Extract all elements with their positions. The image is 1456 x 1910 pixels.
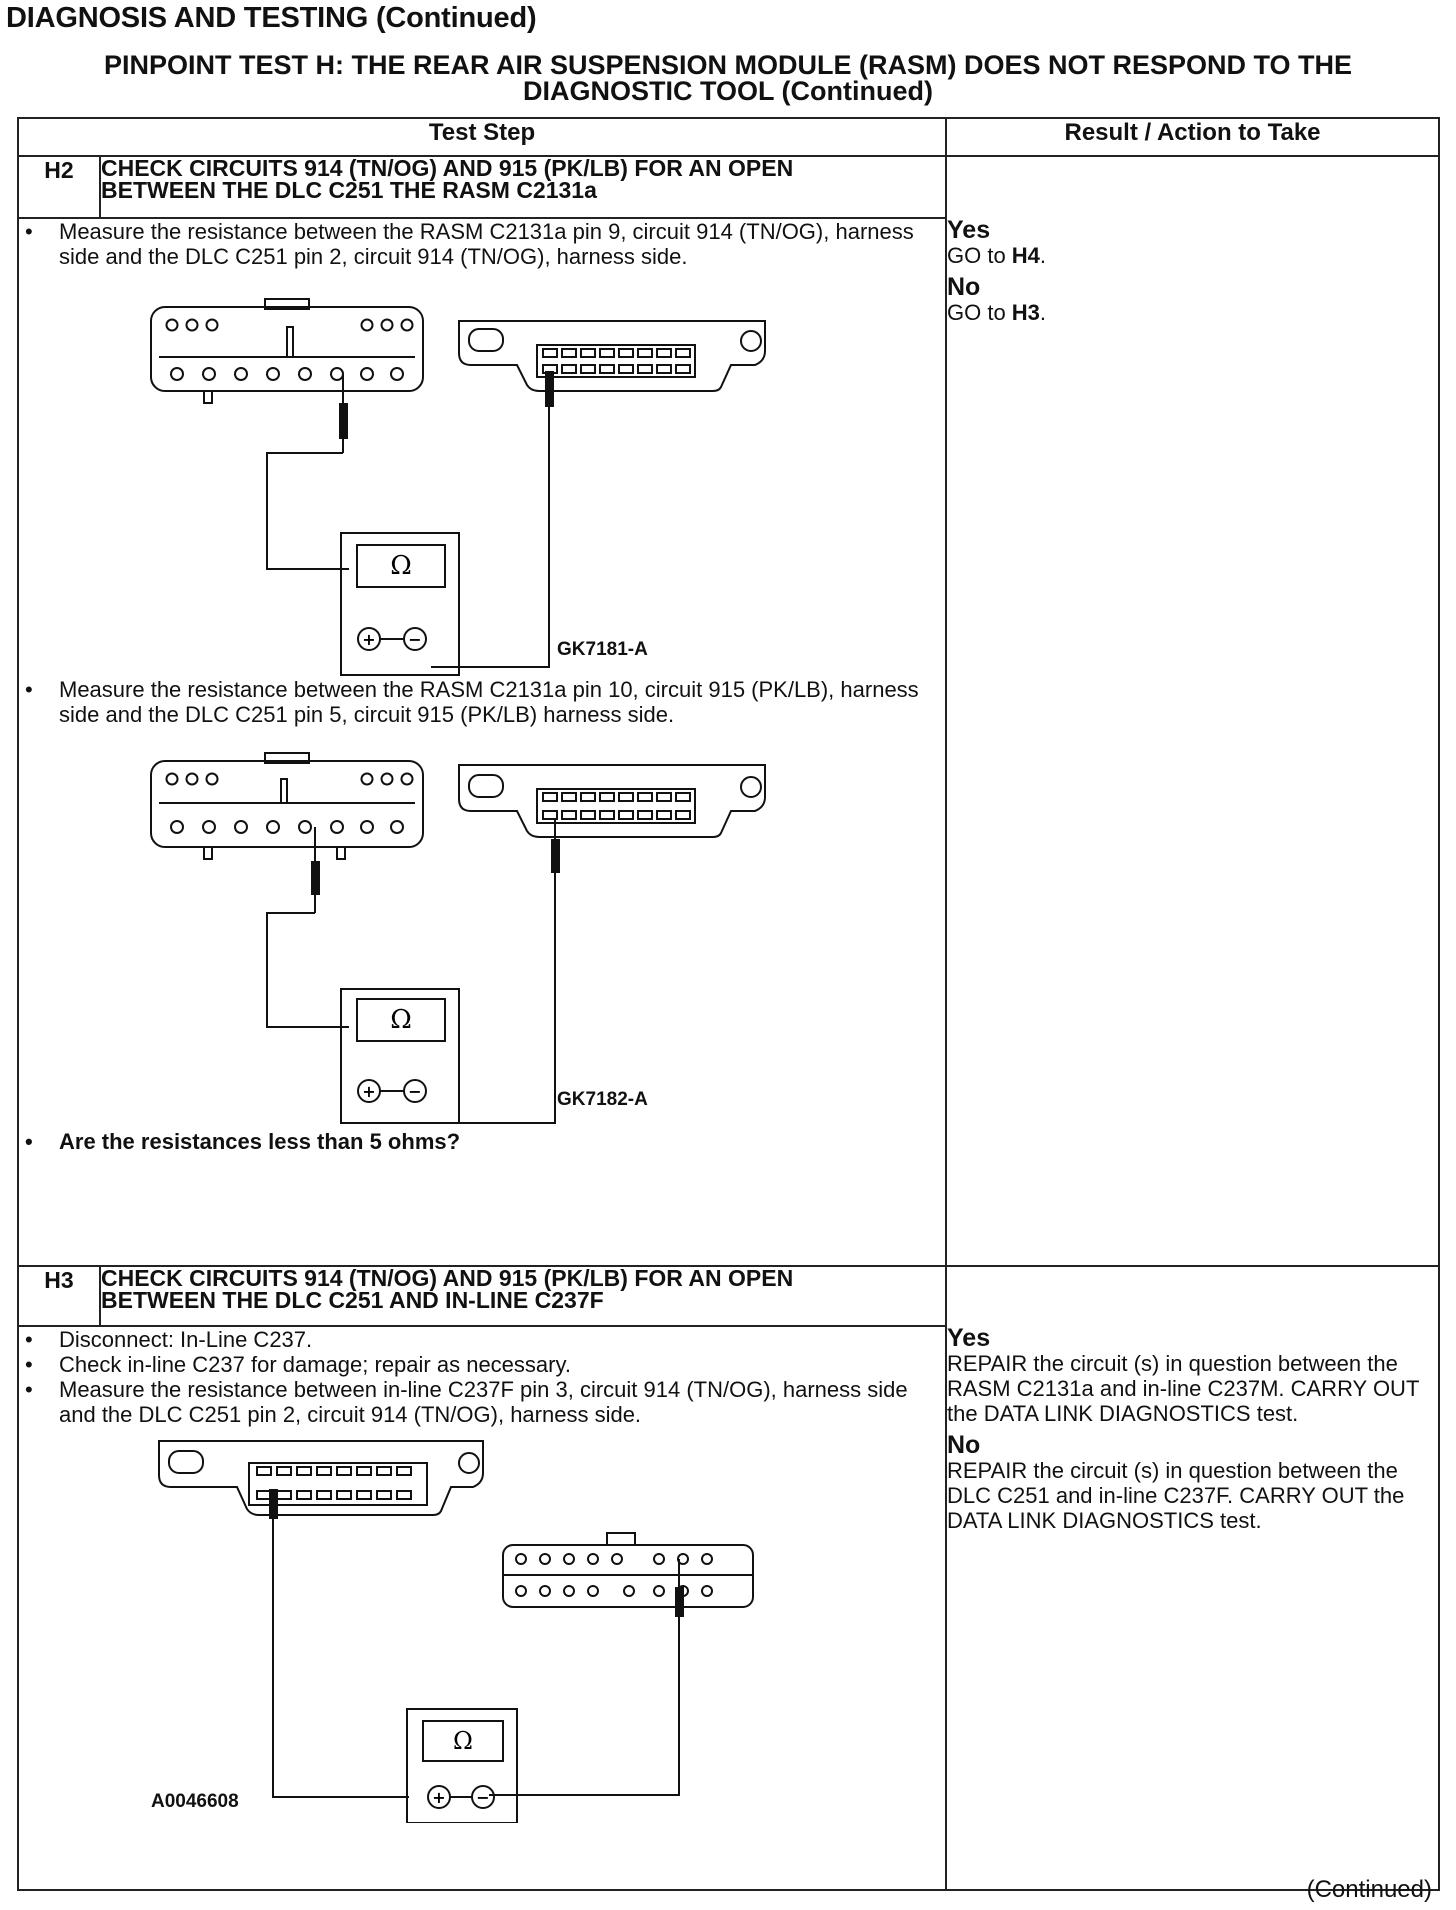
meter-minus-terminal-2: − xyxy=(408,1082,421,1101)
meter-plus-terminal-3: + xyxy=(432,1788,445,1807)
step-body-h2: Measure the resistance between the RASM … xyxy=(17,217,947,1267)
subtitle-line-1: PINPOINT TEST H: THE REAR AIR SUSPENSION… xyxy=(103,50,1353,80)
probe-dlc xyxy=(545,371,554,407)
rasm-connector-2 xyxy=(150,752,424,860)
probe-rasm xyxy=(339,403,348,439)
step-id-h2: H2 xyxy=(17,155,101,219)
rasm-connector xyxy=(150,298,424,404)
meter-plus-terminal-2: + xyxy=(362,1082,375,1101)
probe-rasm-2 xyxy=(311,861,320,895)
subtitle-line-2: DIAGNOSTIC TOOL (Continued) xyxy=(523,76,933,106)
wiring-diagram-a0046608: Ω + − xyxy=(158,1440,754,1823)
step-title-h2-line-2: BETWEEN THE DLC C251 THE RASM C2131a xyxy=(101,177,597,203)
lead-wire-dlc-route xyxy=(431,599,550,668)
meter-minus-terminal: − xyxy=(408,630,421,649)
probe-c237f xyxy=(675,1587,684,1617)
result-no-action-h3: REPAIR the circuit (s) in question betwe… xyxy=(947,1458,1405,1533)
ohmmeter xyxy=(340,532,460,676)
pinpoint-test-title: PINPOINT TEST H: THE REAR AIR SUSPENSION… xyxy=(30,50,1426,106)
h2-question: Are the resistances less than 5 ohms? xyxy=(19,1129,945,1154)
step-title-h2-line-1: CHECK CIRCUITS 914 (TN/OG) AND 915 (PK/L… xyxy=(101,155,794,181)
h3-bullet-1: Disconnect: In-Line C237. xyxy=(19,1327,945,1352)
step-body-h3: Disconnect: In-Line C237. Check in-line … xyxy=(17,1325,947,1891)
yes-action-prefix: GO to xyxy=(947,243,1012,268)
continued-footer: (Continued) xyxy=(1306,1876,1432,1903)
dlc-connector-3 xyxy=(158,1440,484,1516)
lead-wire-rasm-route xyxy=(266,452,349,570)
result-yes-action: GO to H4. xyxy=(947,243,1438,268)
yes-suffix: . xyxy=(1039,243,1047,268)
step-title-h3-line-2: BETWEEN THE DLC C251 AND IN-LINE C237F xyxy=(101,1287,604,1313)
result-yes-label: Yes xyxy=(947,216,991,244)
dlc-connector-2 xyxy=(458,764,766,838)
h2-bullet-1: Measure the resistance between the RASM … xyxy=(19,219,945,269)
ohm-symbol-2: Ω xyxy=(390,1005,412,1035)
column-header-result: Result / Action to Take xyxy=(945,117,1440,157)
dlc-connector xyxy=(458,320,766,392)
column-header-test-step: Test Step xyxy=(17,117,947,157)
result-cell-h3: Yes REPAIR the circuit (s) in question b… xyxy=(945,1265,1440,1891)
pinpoint-test-table: Test Step Result / Action to Take H2 CHE… xyxy=(17,117,1440,1891)
result-cell-h2: Yes GO to H4. No GO to H3. xyxy=(945,155,1440,1267)
result-yes-action-h3: REPAIR the circuit (s) in question betwe… xyxy=(947,1351,1419,1426)
result-no-label-h3: No xyxy=(947,1431,981,1459)
meter-minus-terminal-3: − xyxy=(476,1788,489,1807)
ohmmeter-3 xyxy=(406,1708,518,1823)
step-title-h3: CHECK CIRCUITS 914 (TN/OG) AND 915 (PK/L… xyxy=(99,1265,947,1327)
h3-bullet-3: Measure the resistance between in-line C… xyxy=(19,1377,945,1427)
h3-bullet-2: Check in-line C237 for damage; repair as… xyxy=(19,1352,945,1377)
ohm-symbol: Ω xyxy=(390,551,412,581)
h2-bullet-2: Measure the resistance between the RASM … xyxy=(19,677,945,727)
step-id-h3: H3 xyxy=(17,1265,101,1327)
yes-target-step: H4 xyxy=(1011,243,1040,268)
result-no-action: GO to H3. xyxy=(947,300,1438,325)
result-yes-label-h3: Yes xyxy=(947,1324,991,1352)
no-suffix: . xyxy=(1039,300,1047,325)
figure-id-gk7182: GK7182-A xyxy=(557,1089,648,1110)
meter-plus-terminal: + xyxy=(362,630,375,649)
step-title-h2: CHECK CIRCUITS 914 (TN/OG) AND 915 (PK/L… xyxy=(99,155,947,219)
wiring-diagram-gk7182: Ω + − xyxy=(150,752,766,1124)
probe-dlc-2 xyxy=(551,839,560,873)
ohmmeter-2 xyxy=(340,988,460,1124)
step-title-h3-line-1: CHECK CIRCUITS 914 (TN/OG) AND 915 (PK/L… xyxy=(101,1265,794,1291)
wiring-diagram-gk7181: Ω + − xyxy=(150,298,766,676)
result-no-label: No xyxy=(947,273,981,301)
no-action-prefix: GO to xyxy=(947,300,1012,325)
page-title: DIAGNOSIS AND TESTING (Continued) xyxy=(6,2,537,34)
figure-id-a0046608: A0046608 xyxy=(151,1791,239,1812)
figure-id-gk7181: GK7181-A xyxy=(557,639,648,660)
no-target-step: H3 xyxy=(1011,300,1040,325)
ohm-symbol-3: Ω xyxy=(453,1727,473,1755)
probe-dlc-3 xyxy=(269,1489,278,1519)
inline-c237f-connector xyxy=(502,1532,754,1608)
